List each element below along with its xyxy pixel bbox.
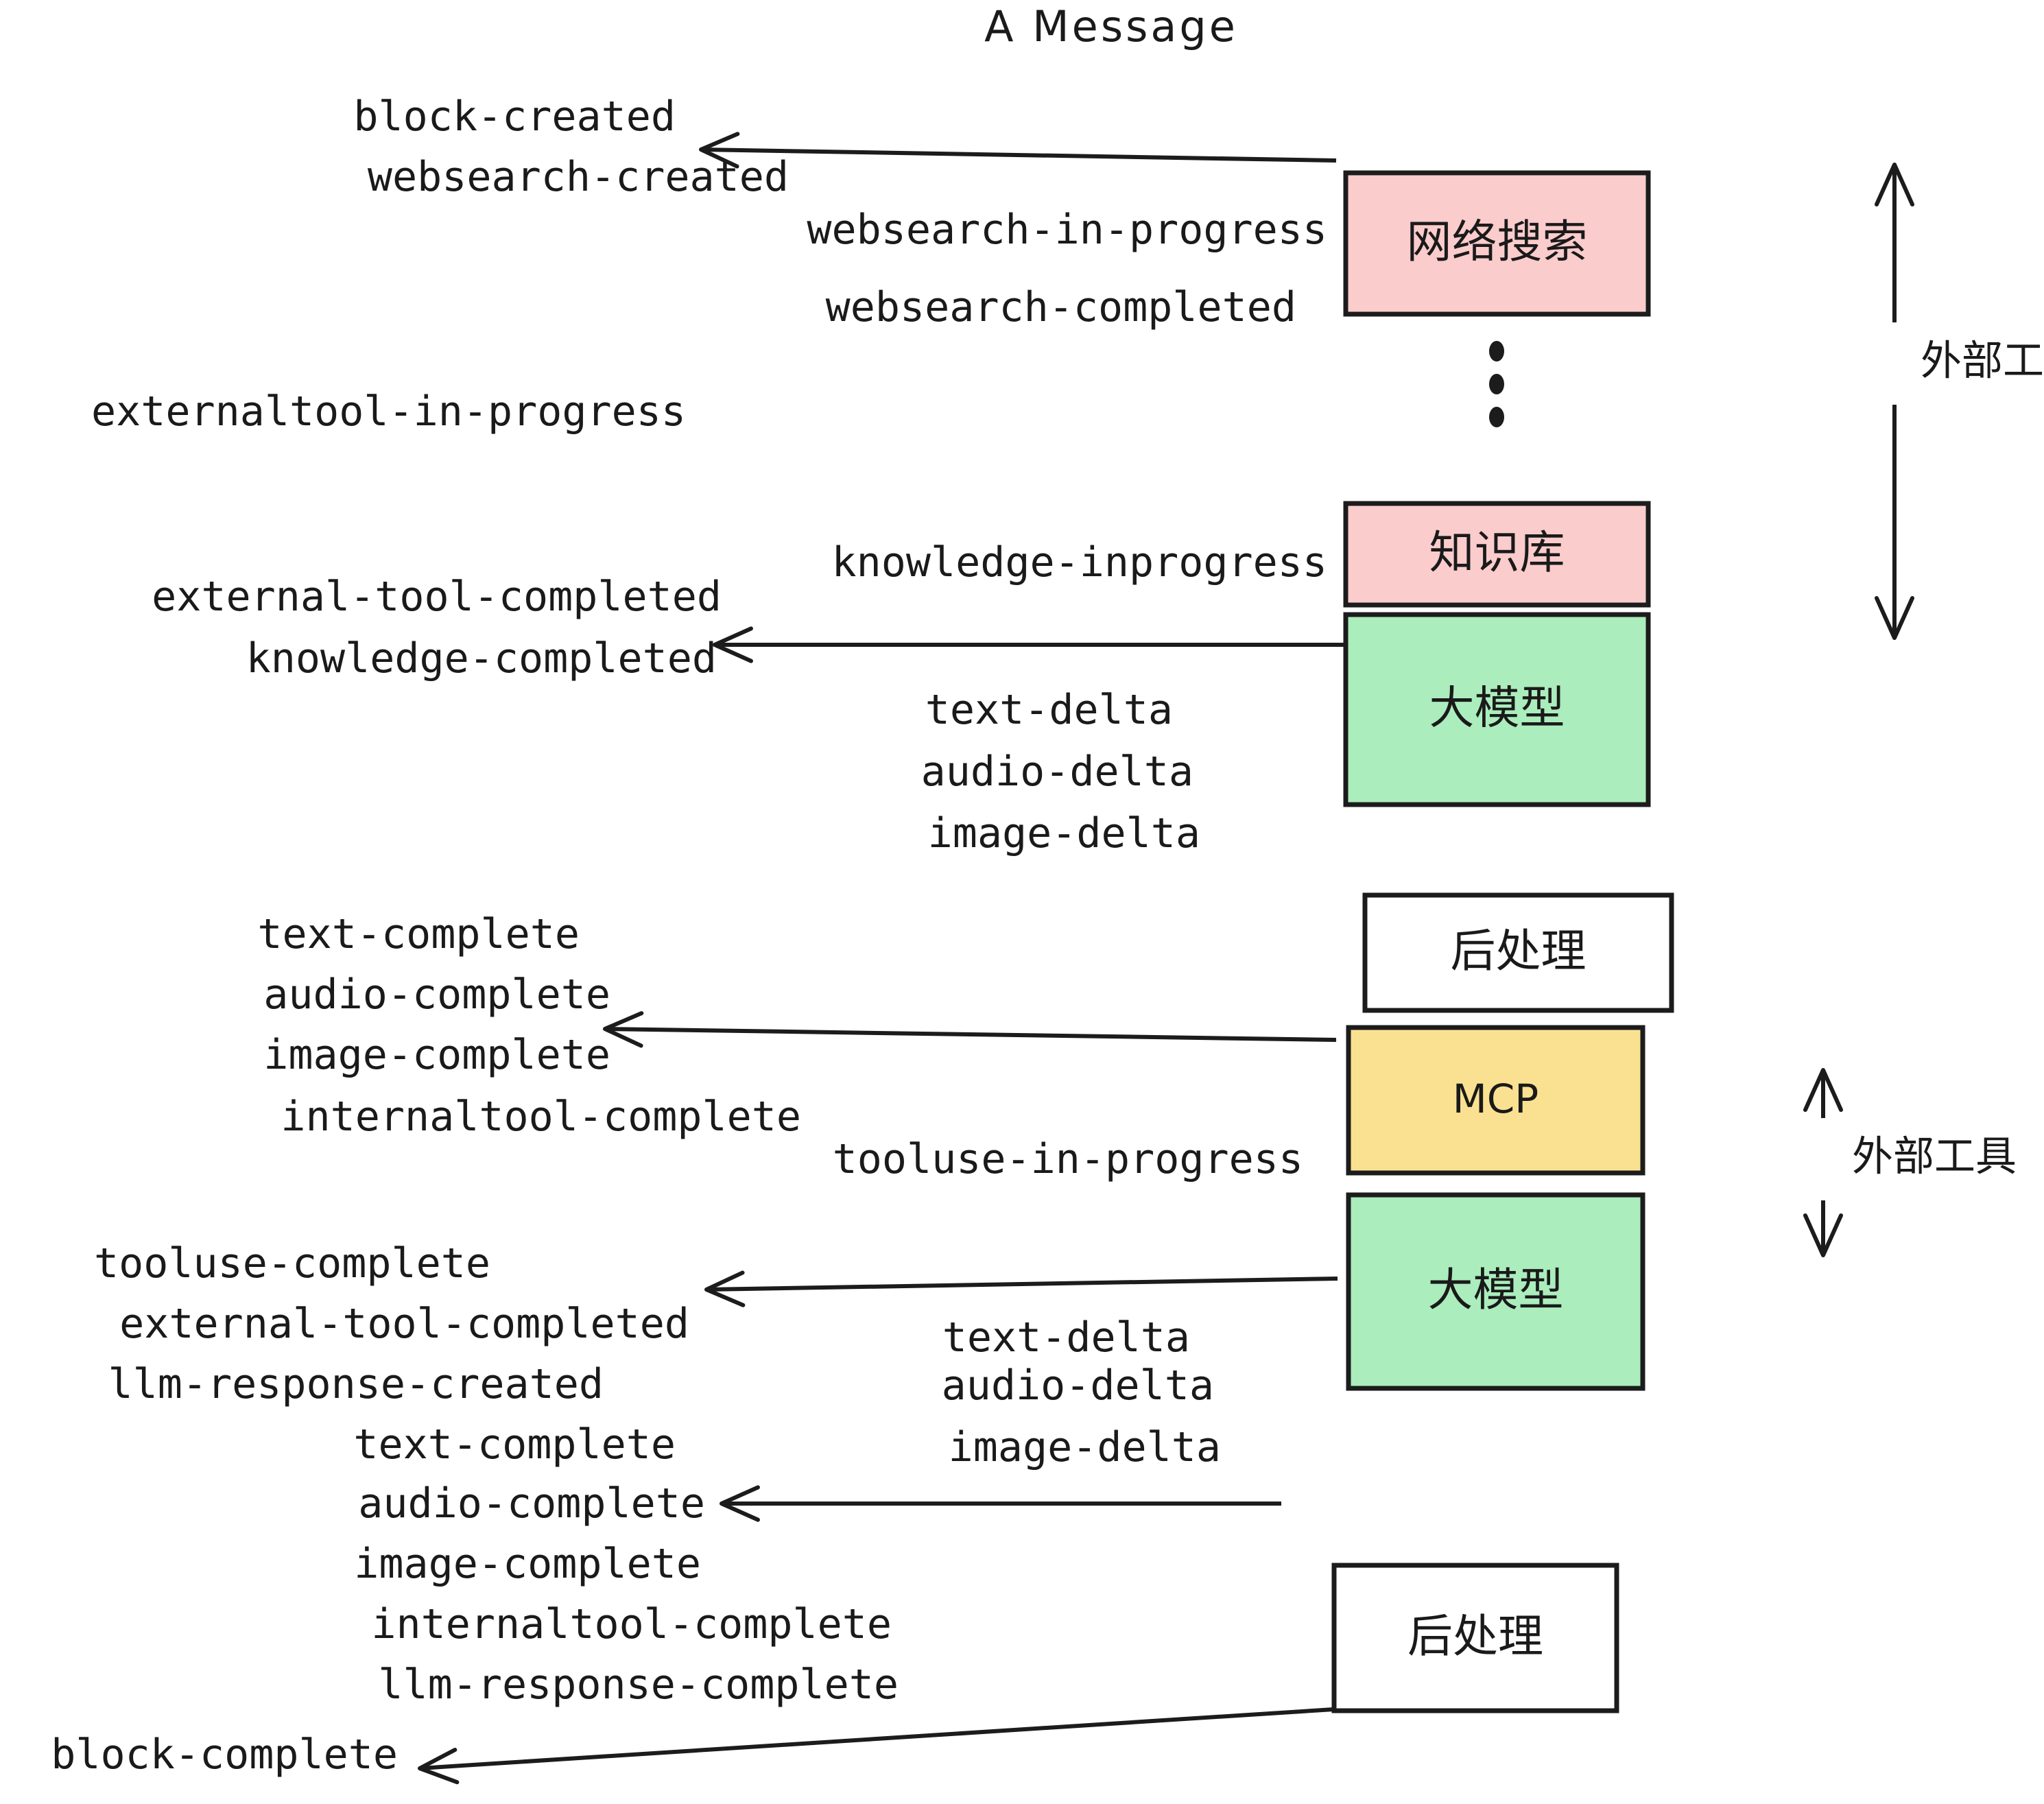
external-tools-top: 外部工具 [1875, 163, 2044, 640]
event-label-left-5: text-complete [257, 910, 580, 958]
event-label-left-9: tooluse-complete [94, 1239, 490, 1287]
bracket-label: 外部工具 [1921, 337, 2044, 385]
event-label-left-13: audio-complete [358, 1480, 705, 1528]
event-label-right-7: text-delta [942, 1314, 1190, 1362]
box-llm-2[interactable]: 大模型 [1346, 1192, 1645, 1391]
box-label-mcp: MCP [1453, 1076, 1539, 1122]
arrow-tooluse-complete [704, 1270, 1338, 1307]
arrow-block-created [699, 132, 1337, 169]
event-label-right-0: websearch-in-progress [807, 206, 1327, 254]
box-label-postprocess-2: 后处理 [1407, 1610, 1543, 1663]
event-label-right-8: audio-delta [942, 1362, 1214, 1410]
box-postprocess-1[interactable]: 后处理 [1362, 892, 1674, 1013]
event-label-left-11: llm-response-created [108, 1360, 604, 1408]
event-label-right-1: websearch-completed [826, 283, 1296, 331]
event-label-right-9: image-delta [949, 1423, 1221, 1471]
event-label-left-10: external-tool-completed [119, 1300, 689, 1348]
box-postprocess-2[interactable]: 后处理 [1331, 1563, 1619, 1713]
bracket-arrow-up [1803, 1068, 1843, 1112]
event-label-left-15: internaltool-complete [371, 1600, 892, 1648]
box-rect-websearch [1343, 170, 1651, 317]
event-label-left-17: block-complete [51, 1731, 398, 1779]
event-label-right-6: tooluse-in-progress [833, 1135, 1303, 1183]
left-event-labels: block-created websearch-created externalto… [51, 93, 899, 1779]
event-label-left-4: knowledge-completed [246, 634, 717, 683]
event-label-left-3: external-tool-completed [152, 573, 722, 621]
arrow-layer [418, 132, 1346, 1785]
bracket-arrow-up [1875, 163, 1914, 206]
box-rect-llm-1 [1343, 612, 1651, 807]
right-event-labels: websearch-in-progress websearch-completed… [807, 206, 1327, 1471]
event-label-right-4: audio-delta [921, 748, 1193, 796]
box-label-websearch: 网络搜索 [1407, 215, 1588, 268]
bracket-label: 外部工具 [1852, 1133, 2017, 1181]
external-tools-bottom: 外部工具 [1803, 1068, 2017, 1257]
event-label-right-5: image-delta [928, 809, 1200, 857]
arrow-knowledge-complete [713, 626, 1346, 663]
box-label-llm-1: 大模型 [1429, 682, 1565, 735]
bracket-arrow-down [1803, 1213, 1843, 1257]
box-rect-postprocess-1 [1362, 892, 1674, 1013]
event-label-left-2: externaltool-in-progress [91, 388, 686, 436]
box-label-knowledge: 知识库 [1429, 526, 1565, 579]
event-label-left-1: websearch-created [368, 153, 789, 201]
ellipsis-dot-1 [1489, 341, 1504, 361]
box-websearch[interactable]: 网络搜索 [1343, 170, 1651, 317]
page-title: A Message [984, 1, 1238, 51]
box-rect-mcp [1346, 1025, 1645, 1176]
event-label-right-3: text-delta [925, 686, 1173, 734]
bracket-layer: 外部工具外部工具 [1803, 163, 2044, 1257]
event-label-left-12: text-complete [353, 1421, 676, 1469]
event-label-right-2: knowledge-inprogress [832, 538, 1327, 586]
box-llm-1[interactable]: 大模型 [1343, 612, 1651, 807]
ellipsis-layer [1489, 341, 1504, 427]
box-label-postprocess-1: 后处理 [1451, 925, 1587, 977]
event-label-left-14: image-complete [354, 1540, 701, 1588]
box-mcp[interactable]: MCP [1346, 1025, 1645, 1176]
arrow-block-complete [418, 1707, 1334, 1785]
arrow-image-complete [603, 1011, 1337, 1048]
bracket-arrow-down [1875, 596, 1914, 640]
box-rect-postprocess-2 [1331, 1563, 1619, 1713]
box-rect-llm-2 [1346, 1192, 1645, 1391]
event-label-left-16: llm-response-complete [378, 1661, 899, 1709]
box-label-llm-2: 大模型 [1428, 1263, 1564, 1316]
event-label-left-7: image-complete [263, 1031, 610, 1079]
ellipsis-dot-2 [1489, 374, 1504, 394]
event-label-left-6: audio-complete [263, 971, 610, 1019]
box-knowledge[interactable]: 知识库 [1343, 501, 1651, 608]
ellipsis-dot-3 [1489, 407, 1504, 427]
event-label-left-8: internaltool-complete [281, 1093, 801, 1141]
event-label-left-0: block-created [353, 93, 676, 141]
box-rect-knowledge [1343, 501, 1651, 608]
arrow-audio-complete [720, 1485, 1281, 1522]
